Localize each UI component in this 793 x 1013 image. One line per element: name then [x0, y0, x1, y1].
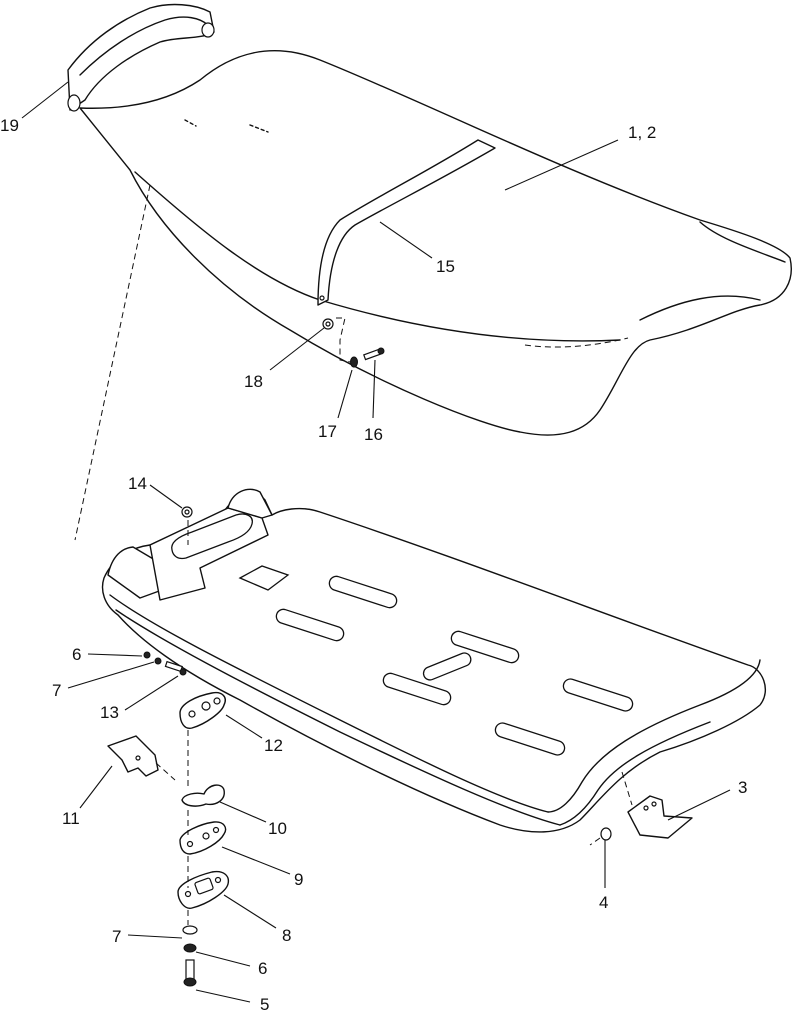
callout-15: 15: [436, 257, 455, 276]
nut-6-upper: [143, 651, 151, 659]
nut-6-lower: [183, 943, 197, 953]
callout-6-lower: 6: [258, 959, 267, 978]
callout-18: 18: [244, 372, 263, 391]
latch-hardware-stack: [107, 506, 230, 987]
callout-7-upper: 7: [52, 681, 61, 700]
seat-assembly: [67, 3, 792, 436]
callout-10: 10: [268, 819, 287, 838]
callout-5: 5: [260, 995, 269, 1013]
callout-8: 8: [282, 926, 291, 945]
screw-5: [183, 959, 197, 987]
callout-9: 9: [294, 870, 303, 889]
callout-3: 3: [738, 778, 747, 797]
callout-14: 14: [128, 474, 147, 493]
callout-12: 12: [264, 736, 283, 755]
front-bracket: [621, 771, 693, 839]
nut-4: [589, 827, 612, 846]
plate-9: [179, 821, 227, 855]
latch-11: [107, 735, 159, 777]
washer-17: [350, 356, 358, 368]
trim-strap: [317, 139, 496, 306]
callout-1-2: 1, 2: [628, 123, 656, 142]
knob-10: [181, 784, 225, 807]
callout-6-upper: 6: [72, 645, 81, 664]
washer-7-upper: [154, 657, 162, 665]
seat-cushion: [79, 50, 792, 436]
callout-7-lower: 7: [112, 927, 121, 946]
screw-13: [164, 660, 187, 676]
callout-11: 11: [62, 809, 80, 828]
seat-base-pan: [101, 488, 766, 833]
screw-16: [363, 347, 385, 361]
callout-17: 17: [318, 422, 337, 441]
callout-13: 13: [100, 703, 119, 722]
leader-lines: [21, 81, 731, 1003]
callout-labels: 19 1, 2 15 18 17 16 14 6 7 13 12 11 10 9…: [0, 116, 747, 1013]
callout-16: 16: [364, 425, 383, 444]
callout-4: 4: [599, 893, 608, 912]
callout-19: 19: [0, 116, 19, 135]
washer-7-lower: [182, 925, 198, 935]
